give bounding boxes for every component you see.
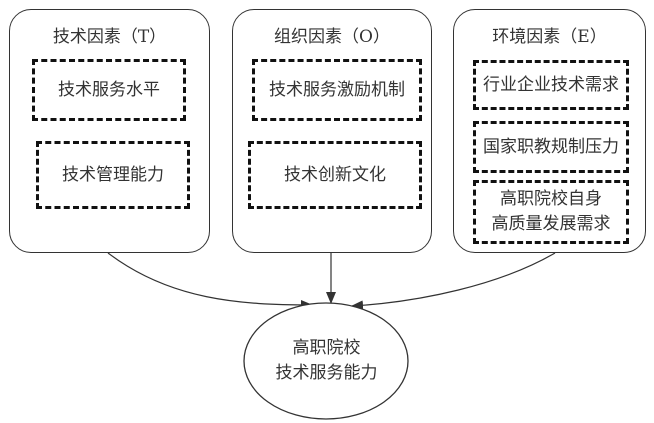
factor-box: 技术创新文化 (248, 141, 422, 209)
edge-technology-to-outcome (107, 252, 313, 310)
group-environment: 环境因素（E） 行业企业技术需求 国家职教规制压力 高职院校自身 高质量发展需求 (453, 9, 646, 253)
factor-box: 高职院校自身 高质量发展需求 (473, 180, 629, 244)
group-title: 技术因素（T） (52, 27, 167, 47)
outcome-label: 高职院校 技术服务能力 (275, 337, 378, 384)
group-title: 环境因素（E） (492, 27, 607, 47)
outcome-ellipse (243, 302, 409, 420)
factor-box: 技术服务激励机制 (252, 59, 422, 121)
group-title: 组织因素（O） (274, 27, 390, 47)
factor-box: 行业企业技术需求 (473, 60, 629, 110)
factor-box: 技术服务水平 (32, 59, 186, 121)
edge-environment-to-outcome (351, 252, 556, 311)
factor-box: 技术管理能力 (36, 141, 190, 209)
group-technology: 技术因素（T） 技术服务水平 技术管理能力 (9, 9, 210, 253)
factor-box: 国家职教规制压力 (473, 121, 629, 173)
group-organization: 组织因素（O） 技术服务激励机制 技术创新文化 (232, 9, 432, 253)
